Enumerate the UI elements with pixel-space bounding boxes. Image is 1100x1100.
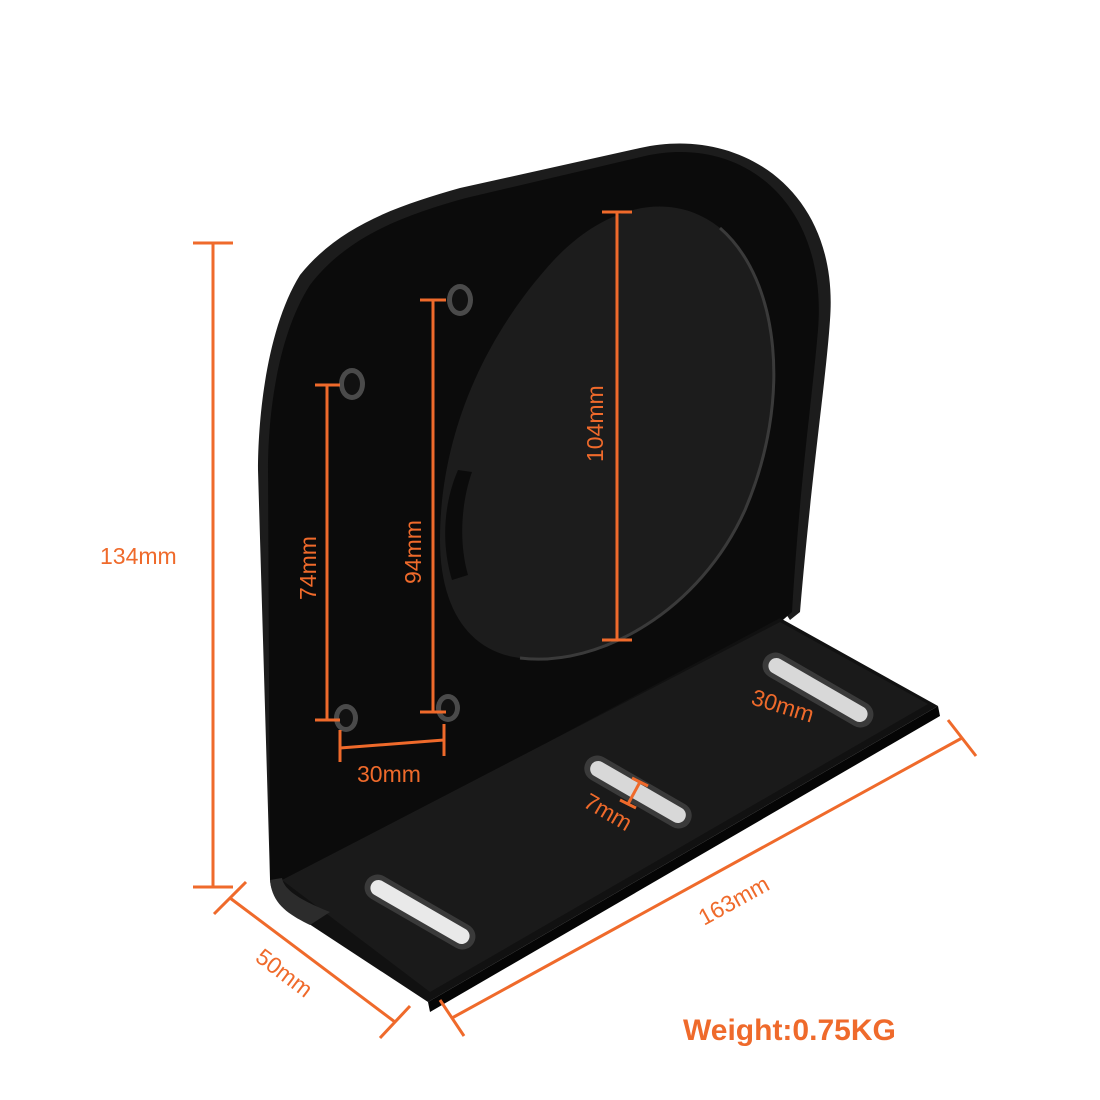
length-dimension-tick bbox=[438, 999, 466, 1037]
mounting-holes bbox=[334, 284, 473, 732]
length-dimension-line bbox=[451, 736, 963, 1020]
slot-width-line bbox=[626, 781, 642, 805]
height-label: 134mm bbox=[100, 543, 177, 569]
length-dimension-tick bbox=[946, 719, 978, 757]
hole-spacing-94-label: 94mm bbox=[400, 520, 426, 584]
depth-dimension-line bbox=[229, 896, 396, 1024]
mounting-hole bbox=[339, 709, 353, 727]
bracket-vertical-plate bbox=[268, 152, 819, 900]
base-slots bbox=[364, 652, 874, 950]
base-slot bbox=[370, 880, 470, 944]
motor-mounting-bracket bbox=[258, 143, 940, 1012]
hole-horizontal-line bbox=[339, 738, 445, 750]
hole-horizontal-label: 30mm bbox=[357, 761, 421, 787]
mounting-hole bbox=[441, 699, 455, 717]
slot-width-tick bbox=[619, 798, 637, 810]
depth-dimension-tick bbox=[212, 880, 248, 916]
bore-notch bbox=[445, 470, 472, 580]
bracket-base-top bbox=[282, 622, 928, 992]
base-slot bbox=[768, 658, 868, 722]
weight-label: Weight:0.75KG bbox=[683, 1014, 896, 1047]
bore-diameter-label: 104mm bbox=[582, 385, 608, 462]
slot-width-tick bbox=[631, 776, 649, 788]
dimension-lines bbox=[193, 210, 978, 1040]
hole-spacing-74-label: 74mm bbox=[295, 536, 321, 600]
bracket-base-front-edge bbox=[428, 706, 940, 1012]
bracket-bend bbox=[270, 878, 330, 925]
depth-dimension-tick bbox=[378, 1004, 412, 1040]
bore-rim bbox=[519, 226, 776, 661]
mounting-hole bbox=[452, 289, 468, 311]
base-slot bbox=[590, 761, 686, 823]
mounting-hole bbox=[344, 373, 360, 395]
